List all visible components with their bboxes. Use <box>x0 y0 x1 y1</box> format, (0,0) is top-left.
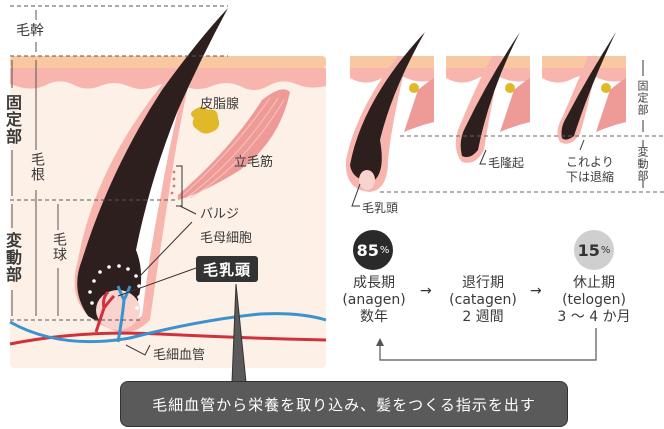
main-skin-cross-section <box>9 8 327 368</box>
stage-telogen-duration: 3 ～ 4 か月 <box>557 309 631 325</box>
stage-telogen: 休止期 (telogen) 3 ～ 4 か月 <box>549 275 639 326</box>
label-cycle-variable-part: 変動部 <box>636 146 649 182</box>
stage-telogen-name: 休止期 <box>573 275 615 291</box>
label-capillaries: 毛細血管 <box>153 348 206 363</box>
stage-anagen-duration: 数年 <box>360 309 388 325</box>
label-sebaceous-gland: 皮脂腺 <box>200 97 240 112</box>
label-shrink-note-2: 下は退縮 <box>566 170 615 184</box>
label-matrix-cells: 毛母細胞 <box>200 231 253 246</box>
stage-anagen-name: 成長期 <box>353 275 395 291</box>
label-variable-part: 変動部 <box>3 232 22 283</box>
label-fixed-part: 固定部 <box>3 94 22 145</box>
telogen-percent-unit: % <box>600 244 611 256</box>
dimension-lines <box>10 5 228 321</box>
label-hair-shaft: 毛幹 <box>16 23 44 39</box>
anagen-percent-unit: % <box>379 244 390 256</box>
label-cycle-fixed-part: 固定部 <box>636 80 649 116</box>
label-hair-root: 毛根 <box>29 152 45 182</box>
label-arrector-pili: 立毛筋 <box>234 155 274 170</box>
anagen-percent-value: 85 <box>356 240 379 260</box>
stage-catagen: 退行期 (catagen) 2 週間 <box>438 275 528 326</box>
label-shrink-note-1: これより <box>566 155 614 169</box>
badge-anagen-percent: 85% <box>353 230 393 270</box>
label-bulge: バルジ <box>200 207 240 222</box>
hair-cycle-panels <box>231 32 664 383</box>
telogen-percent-value: 15 <box>577 240 600 260</box>
matrix-cell-dots <box>88 264 141 310</box>
stage-anagen: 成長期 (anagen) 数年 <box>329 275 419 326</box>
stage-catagen-duration: 2 週間 <box>462 309 504 325</box>
badge-telogen-percent: 15% <box>574 230 614 270</box>
arrow-to-catagen: → <box>420 283 432 299</box>
label-hair-bulb: 毛球 <box>51 232 67 262</box>
label-dermal-papilla-box: 毛乳頭 <box>196 256 258 282</box>
stage-catagen-name: 退行期 <box>462 275 504 291</box>
stage-anagen-latin: (anagen) <box>342 292 406 308</box>
label-cycle-dermal-papilla: 毛乳頭 <box>362 201 399 215</box>
label-hair-bulge: 毛隆起 <box>488 156 525 170</box>
stage-telogen-latin: (telogen) <box>562 292 626 308</box>
arrow-to-telogen: → <box>530 283 542 299</box>
callout-papilla-function: 毛細血管から栄養を取り込み、髪をつくる指示を出す <box>120 381 568 427</box>
stage-catagen-latin: (catagen) <box>449 292 517 308</box>
